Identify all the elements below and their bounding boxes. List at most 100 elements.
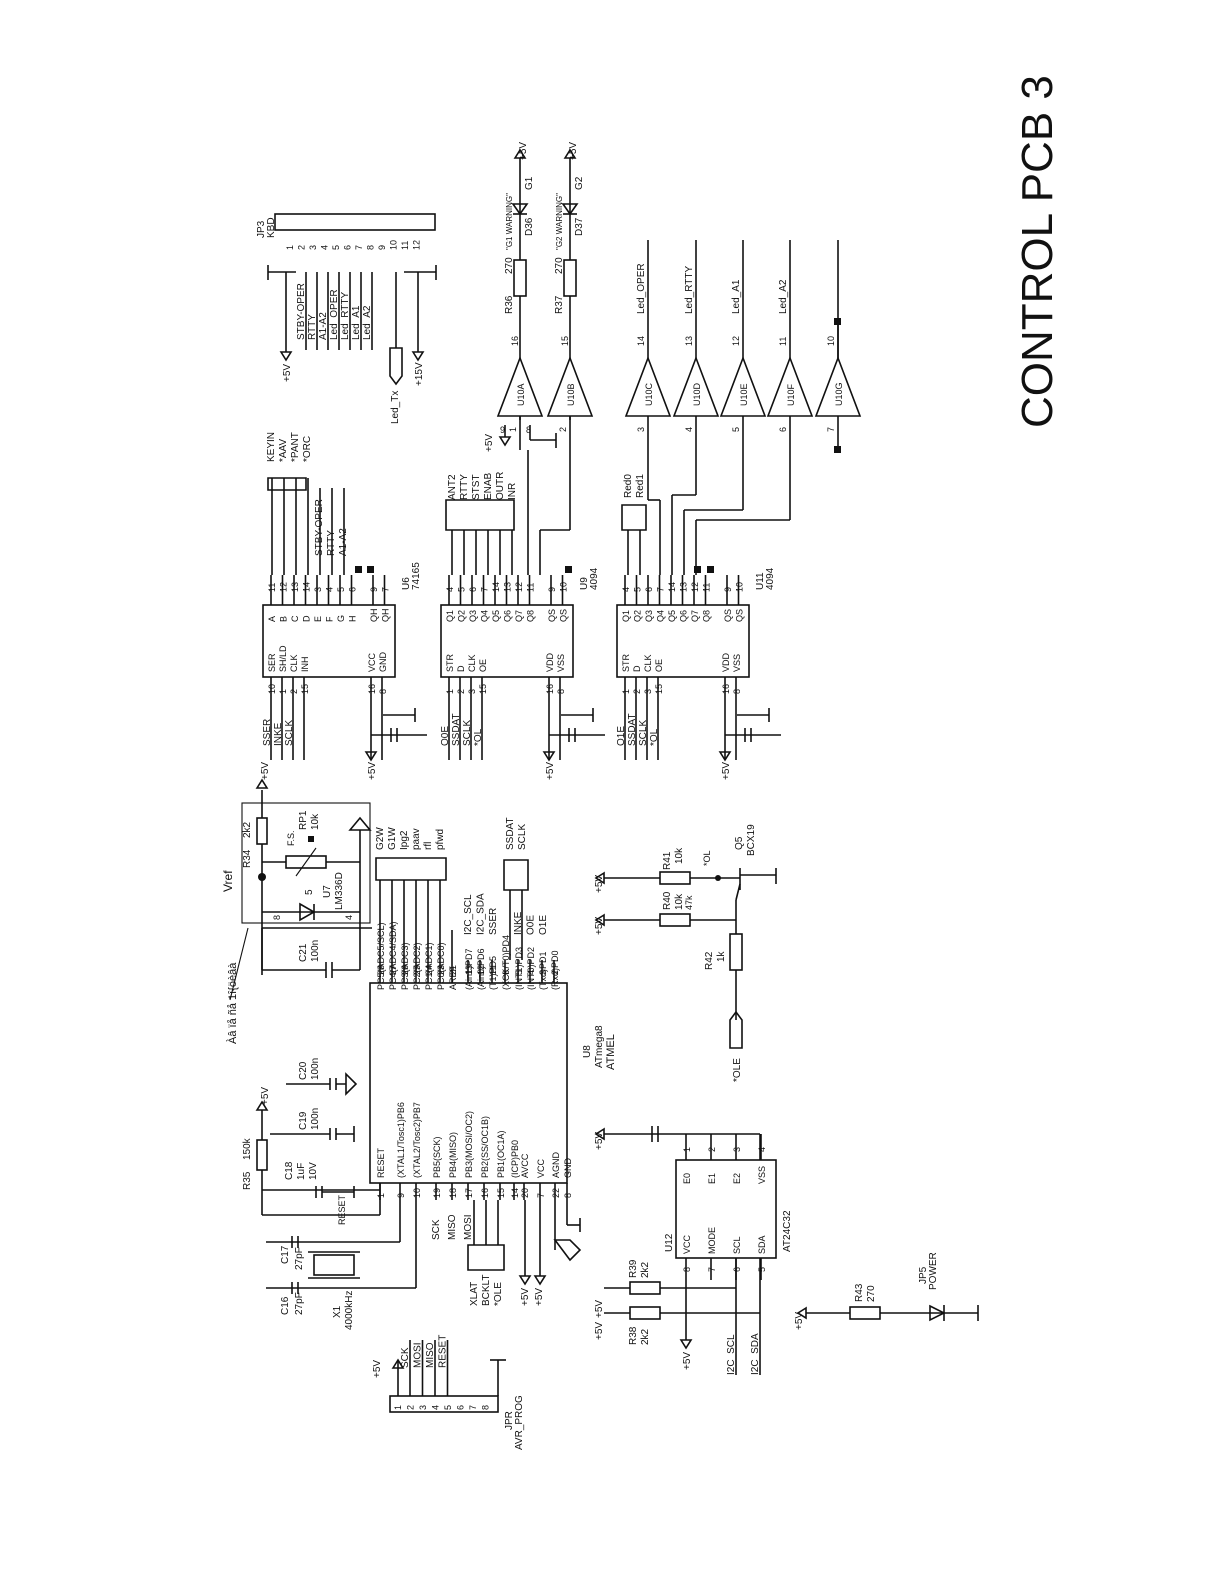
pad [834,446,841,453]
u6-left-num: 2 [289,689,299,694]
u9-right-pin: Q2 [457,610,467,622]
u11-right-pin: Q7 [690,610,700,622]
kbd-pin-number: 8 [366,245,376,250]
r38-ref: R38 [628,1326,639,1345]
u9-left-pin: OE [478,659,488,672]
mcu-right-num: 5 [514,970,524,975]
r41-val: 10k [674,847,685,864]
u6-right-num: 14 [302,582,312,592]
u11-right-num: 6 [644,587,654,592]
mcu-right-pin: PC3(ADC3) [400,942,410,990]
driver-out-pin: 14 [636,336,646,346]
mcu-spi-net: MOSI [463,1214,474,1240]
u9-left-pin: STR [445,653,455,672]
mcu-left-pin: PB1(OC1A) [496,1130,506,1178]
mcu-right-num: 24 [424,965,434,975]
eeprom-left-pin: VCC [682,1234,692,1254]
u9-supply: +5V [545,762,556,780]
jp5-ref: JP5 [918,1266,929,1284]
prog-pin: 6 [456,1405,466,1410]
u6-left-num: 1 [278,689,288,694]
eeprom-sda: I2C_SDA [750,1333,761,1375]
u9-right-pin: Q1 [445,610,455,622]
r35-val: 150k [242,1137,253,1160]
u6-input: *PANT [290,432,301,462]
supply-arrow [391,1358,405,1369]
led-res-ref: R36 [504,295,515,314]
eeprom-left-num: 7 [707,1267,717,1272]
crystal-ref: X1 [332,1305,343,1318]
u11-left-num: 1 [621,689,631,694]
u6-input-bus [267,477,307,491]
u6-ref: U6 [401,577,412,590]
driver-in-pin: 5 [731,427,741,432]
c21-ref: C21 [298,943,309,962]
u6-left-num: 16 [367,684,377,694]
u11-ctrl: SSDAT [627,713,638,746]
driver-ref: U10D [692,382,702,406]
u11-left-pin: OE [654,659,664,672]
u6-right-num: 9 [369,587,379,592]
mcu-right-num: 28 [376,965,386,975]
mcu-right-pin: PC0(ADC0) [436,942,446,990]
mcu-right-num: 4 [526,970,536,975]
pad [707,566,714,573]
c16-val: 27pF [294,1292,305,1315]
driver-net: Led_A1 [731,279,742,314]
prog-pin: 5 [443,1405,453,1410]
mcu-adc-net: rfl [423,842,434,850]
mcu-pd-net: I2C_SDA [476,893,487,935]
r38-val: 2k2 [640,1328,651,1345]
u11-right-num: 14 [667,582,677,592]
u11-left-pin: VDD [721,652,731,672]
r40-alt: 47k [684,895,694,910]
led-supply: +5V [518,142,529,160]
u9-left-pin: VDD [545,652,555,672]
u9-right-pin: QS [559,609,569,622]
mcu-left-pin: PB4(MISO) [448,1132,458,1178]
mcu-left-num: 19 [432,1188,442,1198]
r40-ref: R40 [662,891,673,910]
u9-right-num: 12 [514,582,524,592]
u6-right-pin: QH [381,609,391,623]
vref-net: Vref [221,870,235,892]
mcu-adc-net: G2W [375,827,386,850]
u11-right-num: 12 [690,582,700,592]
mcu-left-pin: PB3(MOSI/OC2) [464,1111,474,1178]
c19-ref: C19 [298,1111,309,1130]
u6-ctrl: SSER [262,719,273,746]
mcu-left-num: 10 [412,1188,422,1198]
driver-ref: U10E [739,383,749,406]
u9-left-num: 1 [445,689,455,694]
u9-left-pin: VSS [556,654,566,672]
driver-in-pin: 7 [826,427,836,432]
c17-val: 27pF [294,1247,305,1270]
u6-shift-register: A11B12C13D14E3F4G5H6QH9QH7SER10SH/LD1CLK… [262,432,427,780]
mcu-left-pin: (XTAL2/Tosc2)PB7 [412,1102,422,1178]
u6-right-pin: QH [369,609,379,623]
mcu-right-pin: (INT0)PD2 [526,947,536,990]
u9-output: INR [507,483,518,500]
u6-right-num: 6 [348,587,358,592]
u9-ctrl: SCLK [462,720,473,746]
mcu-right-pin: (XCK/T0)PD4 [501,935,511,990]
eeprom-left-num: 8 [682,1267,692,1272]
supply-arrow [364,751,378,762]
u6-input2: RTTY [326,530,337,556]
kbd-pin-number: 7 [354,245,364,250]
kbd-ref: JP3 [256,220,267,238]
u9-output: OUTR [495,472,506,500]
mcu-left-pin: AGND [551,1151,561,1178]
prog-ref: JPR [504,1411,515,1430]
mcu-right-pin: AREF [448,965,458,990]
u11-right-pin: Q3 [644,610,654,622]
r35-ref: R35 [242,1171,253,1190]
pad [355,566,362,573]
driver-in-pin: 1 [508,427,518,432]
u9-right-num: 14 [491,582,501,592]
u6-left-pin: INH [300,657,310,673]
u7-pin5: 5 [304,889,315,895]
mcu-bus-net: SSDAT [505,817,516,850]
u9-right-num: 10 [559,582,569,592]
